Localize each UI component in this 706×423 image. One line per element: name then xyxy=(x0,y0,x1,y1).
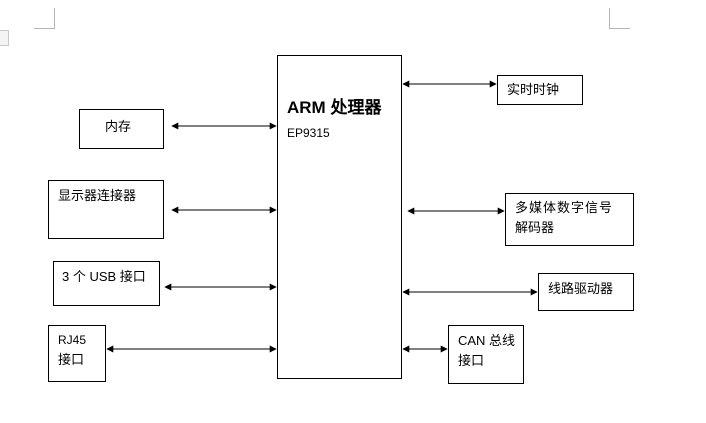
processor-title: ARM 处理器 xyxy=(287,98,382,117)
line-driver-block xyxy=(538,273,634,311)
crop-mark-left-horizontal xyxy=(34,28,55,29)
display-connector-label: 显示器连接器 xyxy=(58,188,137,203)
line-driver-label: 线路驱动器 xyxy=(548,281,614,296)
can-bus-label-line2: 接口 xyxy=(458,353,485,368)
rj45-block xyxy=(48,325,106,382)
can-bus-label-line1: CAN 总线 xyxy=(458,333,516,348)
display-connector-block xyxy=(48,180,164,239)
rtc-block xyxy=(497,75,583,105)
multimedia-codec-label-line1: 多媒体数字信号 xyxy=(515,200,614,215)
multimedia-codec-block xyxy=(505,193,634,246)
usb-block xyxy=(53,261,160,306)
multimedia-codec-label-line2: 解码器 xyxy=(515,220,555,235)
can-bus-block xyxy=(448,325,524,384)
usb-label: 3 个 USB 接口 xyxy=(62,269,146,284)
rj45-label-line1: RJ45 xyxy=(58,333,87,347)
crop-mark-left-vertical xyxy=(54,8,55,29)
processor-block xyxy=(277,55,402,379)
rtc-label: 实时时钟 xyxy=(507,82,560,97)
memory-block xyxy=(79,109,164,149)
memory-label: 内存 xyxy=(105,119,132,134)
processor-model: EP9315 xyxy=(287,126,330,140)
crop-mark-right-horizontal xyxy=(609,28,630,29)
crop-mark-right-vertical xyxy=(609,8,610,29)
document-icon xyxy=(0,30,9,46)
rj45-label-line2: 接口 xyxy=(58,352,85,367)
